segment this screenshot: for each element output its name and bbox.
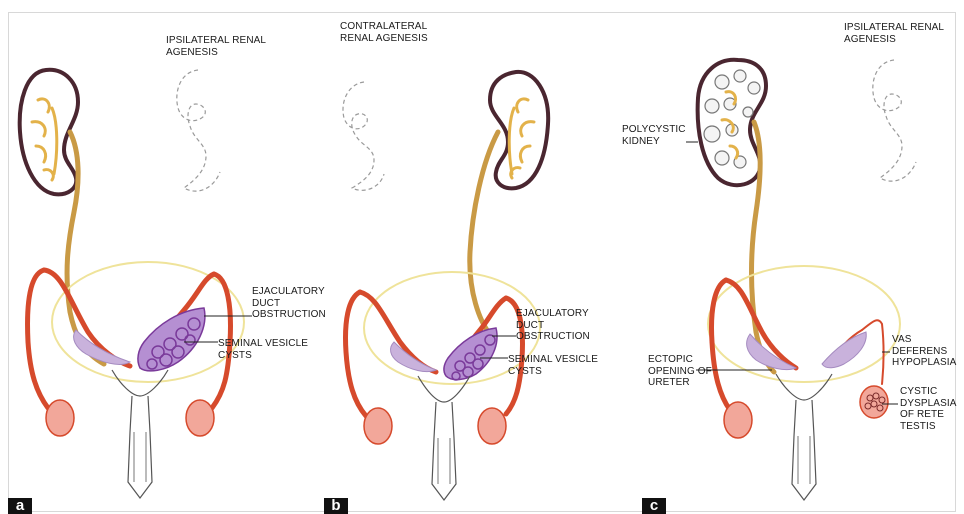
testis-left [46, 400, 74, 436]
label-ectopic-opening-ureter: ECTOPIC OPENING OF URETER [648, 354, 712, 389]
panel-letter-a: a [8, 498, 32, 514]
panel-a: IPSILATERAL RENAL AGENESIS EJACULATORY D… [8, 12, 320, 514]
seminal-vesicle-right [822, 332, 866, 368]
label-contralateral-agenesis: CONTRALATERAL RENAL AGENESIS [340, 21, 428, 44]
label-ejaculatory-obstruction: EJACULATORY DUCT OBSTRUCTION [252, 286, 326, 321]
urethra [128, 396, 152, 498]
seminal-vesicle-left [747, 334, 796, 370]
panel-a-illustration [8, 12, 320, 514]
panel-c: IPSILATERAL RENAL AGENESIS POLYCYSTIC KI… [626, 12, 956, 514]
label-seminal-vesicle-cysts: SEMINAL VESICLE CYSTS [508, 354, 598, 377]
label-polycystic-kidney: POLYCYSTIC KIDNEY [622, 124, 686, 147]
label-vas-deferens-hypoplasia: VAS DEFERENS HYPOPLASIA [892, 334, 956, 369]
panel-c-illustration [626, 12, 956, 514]
kidney-calyces [509, 99, 534, 178]
panel-b: CONTRALATERAL RENAL AGENESIS EJACULATORY… [320, 12, 626, 514]
prostate [112, 370, 168, 396]
ureter [470, 132, 498, 334]
vas-deferens-left [712, 280, 730, 410]
prostate [776, 374, 832, 400]
urethra [792, 400, 816, 500]
absent-kidney-dashed [873, 60, 916, 181]
vas-deferens-hypoplastic [862, 320, 884, 384]
panel-letter-c: c [642, 498, 666, 514]
testis-right [478, 408, 506, 444]
absent-kidney-dashed [177, 70, 220, 191]
absent-kidney-dashed [343, 82, 384, 190]
vas-deferens-left [28, 270, 48, 408]
vas-deferens-left [346, 292, 366, 416]
testis-right [186, 400, 214, 436]
kidney-calyces [32, 99, 57, 180]
label-ipsilateral-agenesis: IPSILATERAL RENAL AGENESIS [844, 22, 944, 45]
urethra [432, 402, 456, 500]
label-ejaculatory-obstruction: EJACULATORY DUCT OBSTRUCTION [516, 308, 590, 343]
testis-left [724, 402, 752, 438]
label-seminal-vesicle-cysts: SEMINAL VESICLE CYSTS [218, 338, 308, 361]
label-cystic-dysplasia-rete-testis: CYSTIC DYSPLASIA OF RETE TESTIS [900, 386, 956, 432]
panel-b-illustration [320, 12, 626, 514]
panel-letter-b: b [324, 498, 348, 514]
label-ipsilateral-agenesis: IPSILATERAL RENAL AGENESIS [166, 35, 266, 58]
testis-left [364, 408, 392, 444]
